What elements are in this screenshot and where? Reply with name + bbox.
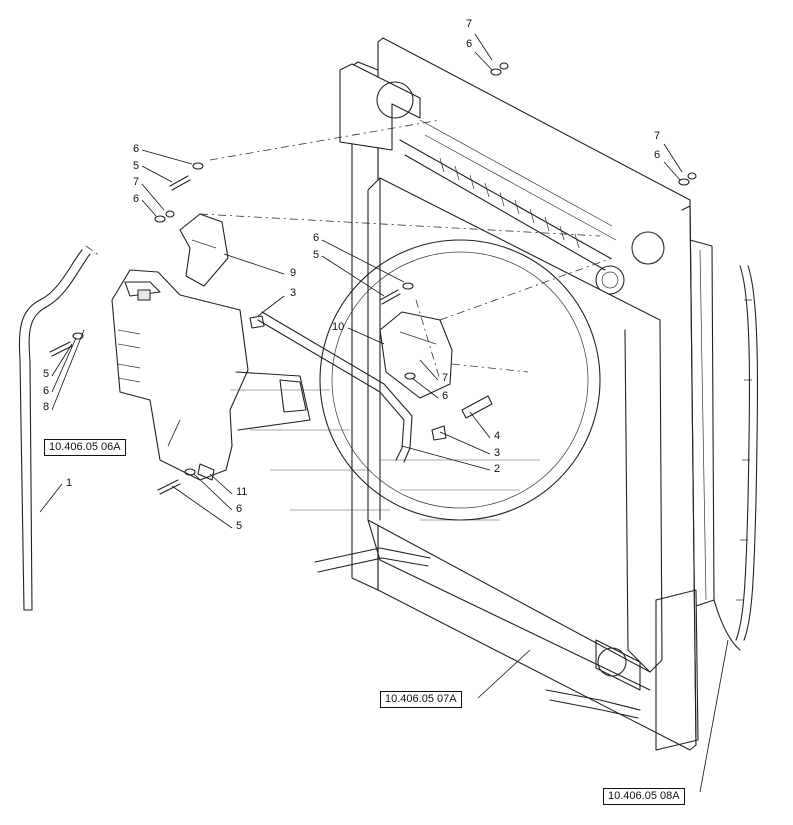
leader-lines — [39, 33, 729, 793]
alignment-lines — [85, 119, 613, 381]
bottom-fittings — [314, 547, 641, 719]
callout-c7c: 7 — [133, 176, 139, 188]
callout-c8: 8 — [43, 401, 49, 413]
bracket-10 — [379, 311, 453, 399]
callout-c3b: 3 — [494, 447, 500, 459]
callout-c5a: 5 — [133, 160, 139, 172]
callout-c10: 10 — [332, 321, 344, 333]
callout-c11: 11 — [236, 486, 247, 498]
callout-c2: 2 — [494, 463, 500, 475]
reference-box-07a[interactable]: 10.406.05 07A — [380, 691, 462, 708]
expansion-tank — [111, 269, 311, 481]
callout-c3a: 3 — [290, 287, 296, 299]
callout-c6e: 6 — [313, 232, 319, 244]
callout-c6a: 6 — [466, 38, 472, 50]
callout-c5c: 5 — [43, 368, 49, 380]
callout-c7a: 7 — [466, 18, 472, 30]
callout-c1: 1 — [66, 477, 72, 489]
callout-c9: 9 — [290, 267, 296, 279]
callout-c7b: 7 — [654, 130, 660, 142]
reference-box-06a[interactable]: 10.406.05 06A — [44, 439, 126, 456]
callout-c6b: 6 — [654, 149, 660, 161]
hose-1 — [18, 249, 91, 611]
callout-c5d: 5 — [236, 520, 242, 532]
callout-c5b: 5 — [313, 249, 319, 261]
callout-c6f: 6 — [43, 385, 49, 397]
watermark — [230, 389, 540, 521]
callout-c6h: 6 — [236, 503, 242, 515]
hose-2 — [257, 311, 413, 463]
bracket-9 — [179, 213, 229, 287]
cooler-tube-top — [399, 119, 625, 295]
callout-c7d: 7 — [442, 372, 448, 384]
side-hoses — [655, 265, 759, 751]
reference-box-08a[interactable]: 10.406.05 08A — [603, 788, 685, 805]
callout-c6d: 6 — [133, 193, 139, 205]
callout-c4: 4 — [494, 430, 500, 442]
radiator-core — [319, 177, 663, 691]
hardware — [49, 62, 697, 495]
callout-c6g: 6 — [442, 390, 448, 402]
callout-c6c: 6 — [133, 143, 139, 155]
